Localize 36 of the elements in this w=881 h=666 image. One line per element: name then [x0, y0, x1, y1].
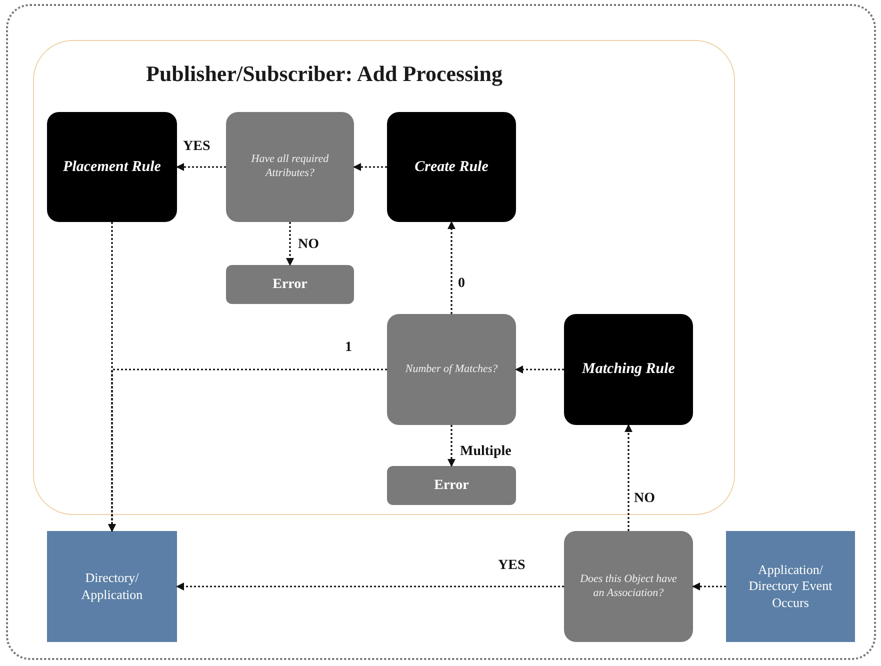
node-text: Error: [434, 476, 469, 494]
process-group: [33, 40, 735, 515]
node-text: Error: [272, 276, 308, 294]
dotted-arrow: [692, 582, 726, 590]
dotted-arrow: [286, 222, 294, 266]
edge-label: YES: [498, 557, 526, 575]
system-box: [47, 531, 177, 642]
dotted-arrow: [353, 163, 387, 171]
dotted-arrow: [624, 424, 632, 531]
node-text: Directory/ Application: [80, 570, 144, 603]
edge-label: Multiple: [460, 443, 512, 461]
error-box: [387, 466, 516, 505]
error-box: [226, 265, 354, 304]
node-text: Does this Object have an Association?: [579, 572, 678, 600]
dotted-arrow: [176, 163, 226, 171]
edge-label: NO: [634, 490, 655, 508]
node-text: Have all required Attributes?: [250, 153, 330, 181]
node-text: Number of Matches?: [405, 362, 498, 376]
dotted-arrow: [108, 222, 116, 532]
system-box: [726, 531, 855, 642]
decision-box: [564, 531, 693, 642]
edge-label: 1: [345, 339, 352, 357]
dotted-arrow: [448, 221, 456, 314]
decision-box: [226, 112, 354, 222]
edge-label: YES: [183, 138, 210, 156]
node-text: Create Rule: [414, 158, 488, 176]
node-text: Application/ Directory Event Occurs: [748, 562, 834, 611]
dotted-arrow: [515, 366, 564, 374]
edge-label: 0: [458, 275, 465, 293]
dotted-arrow: [176, 582, 564, 590]
node-text: Placement Rule: [63, 158, 161, 176]
decision-box: [387, 314, 516, 425]
edge-label: NO: [298, 236, 319, 254]
dotted-arrow: [448, 425, 456, 467]
node-text: Matching Rule: [582, 360, 675, 379]
group-title: Publisher/Subscriber: Add Processing: [146, 60, 503, 88]
